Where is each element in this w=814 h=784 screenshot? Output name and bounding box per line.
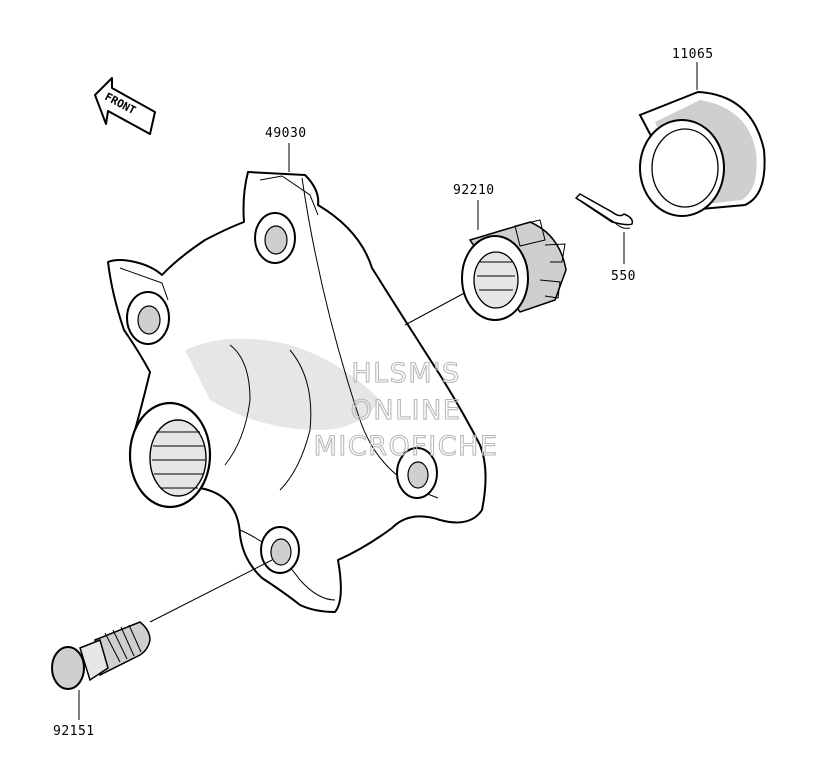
front-arrow: FRONT bbox=[94, 77, 156, 135]
part-number-cap: 11065 bbox=[672, 47, 714, 62]
cotter-pin-550 bbox=[575, 193, 634, 229]
part-number-nut: 92210 bbox=[453, 183, 495, 198]
hub-stud-hole-right bbox=[396, 447, 438, 499]
part-number-cotter-pin: 550 bbox=[611, 269, 636, 284]
grease-cap-11065 bbox=[638, 90, 766, 217]
hub-49030 bbox=[107, 171, 487, 613]
watermark-line-3: MICROFICHE bbox=[314, 431, 499, 462]
hub-stud-hole-bottom bbox=[260, 526, 300, 574]
hub-center-bore bbox=[128, 401, 212, 509]
hub-stud-hole-left bbox=[126, 291, 170, 345]
part-number-bolt: 92151 bbox=[53, 724, 95, 739]
hub-stud-hole-top bbox=[254, 212, 296, 264]
castle-nut-92210 bbox=[461, 219, 567, 321]
watermark-line-1: HLSM'S bbox=[351, 358, 460, 389]
hub-bolt-92151 bbox=[51, 621, 151, 690]
watermark: HLSM'S ONLINE MICROFICHE bbox=[313, 357, 499, 462]
watermark-line-2: ONLINE bbox=[351, 395, 462, 426]
leader-lines bbox=[78, 62, 698, 720]
part-number-hub: 49030 bbox=[265, 126, 307, 141]
